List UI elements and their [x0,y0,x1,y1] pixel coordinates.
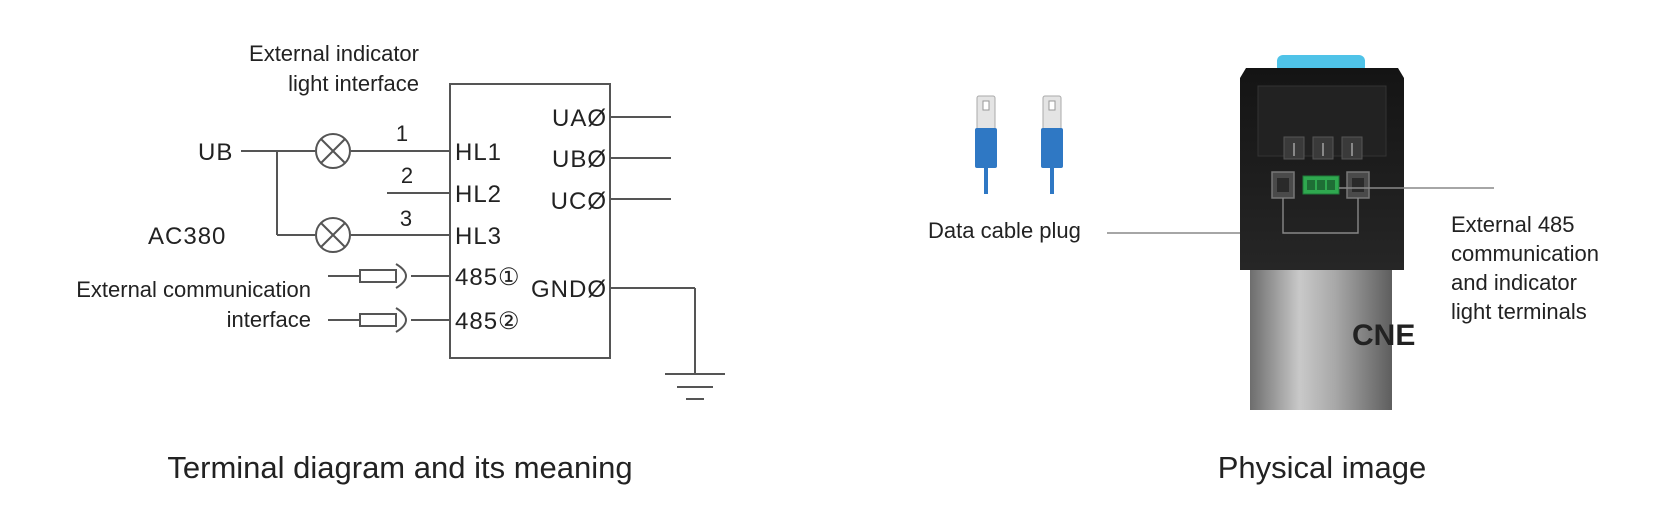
pin-485-1: 485① [455,264,521,291]
terminal-diagram: External indicator light interface UB 1 … [76,41,725,485]
output-ub: UBØ [552,146,607,173]
green-terminal-block [1302,175,1340,195]
pin-485-2: 485② [455,308,521,335]
terminals-label-line4: light terminals [1451,299,1587,324]
top-terminal-screws [1283,136,1363,160]
wire-number-2: 2 [401,163,413,188]
output-uc: UCØ [551,188,607,215]
pin-hl2: HL2 [455,181,502,208]
wire-number-1: 1 [396,121,408,146]
output-ua: UAØ [552,105,607,132]
external-communication-label-line2: interface [227,307,311,332]
physical-image: Data cable plug CNE [928,55,1599,485]
output-gnd: GNDØ [531,276,607,303]
terminals-label-line2: communication [1451,241,1599,266]
terminal-block [449,83,611,359]
photo-caption: Physical image [1218,450,1426,485]
external-communication-label-line1: External communication [76,277,311,302]
device-body [1250,270,1392,410]
terminals-label-line3: and indicator [1451,270,1577,295]
external-indicator-label-line2: light interface [288,71,419,96]
indicator-lamp-2-icon [315,217,351,253]
pin-hl1: HL1 [455,139,502,166]
rs485-connector-2-icon [328,307,450,333]
plug-port-leader [1282,198,1359,234]
data-cable-plug-label: Data cable plug [928,218,1081,243]
brand-logo: CNE [1352,319,1415,352]
ground-icon [665,373,725,400]
terminals-label-line1: External 485 [1451,212,1575,237]
external-indicator-label-line1: External indicator [249,41,419,66]
data-port-left [1271,171,1295,199]
data-cable-plug-2-icon [1041,95,1063,194]
rs485-connector-1-icon [328,263,450,289]
indicator-lamp-1-icon [315,133,351,169]
ac380-label: AC380 [148,223,226,250]
data-cable-plug-1-icon [975,95,997,194]
wire-number-3: 3 [400,206,412,231]
pin-hl3: HL3 [455,223,502,250]
diagram-caption: Terminal diagram and its meaning [167,450,632,485]
ub-source-label: UB [198,139,233,166]
data-port-right [1346,171,1370,199]
